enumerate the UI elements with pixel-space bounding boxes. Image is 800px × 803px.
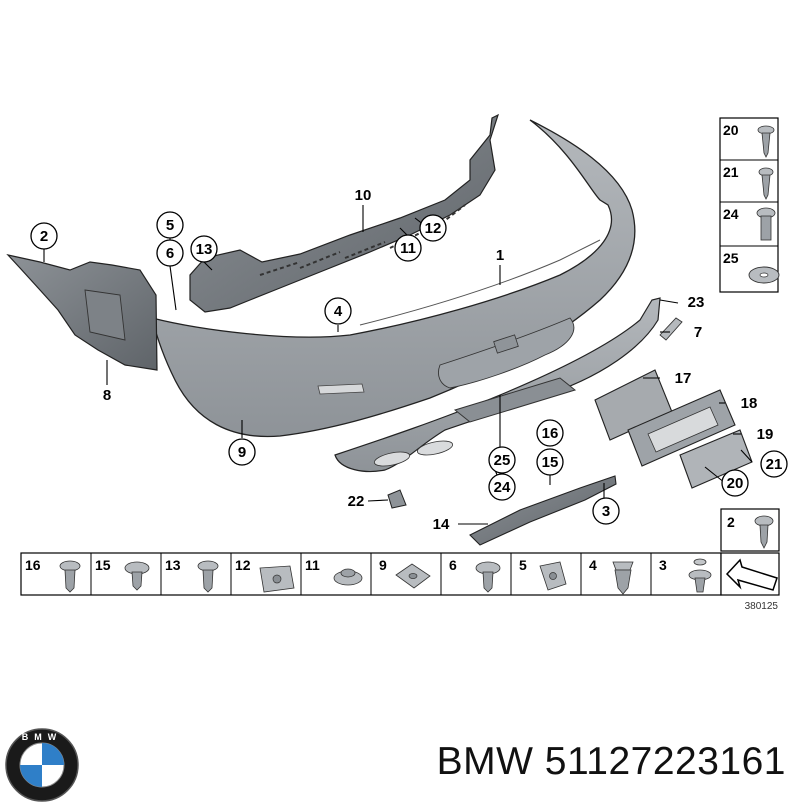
expansion-rivet-icon xyxy=(612,561,634,595)
flange-nut-icon xyxy=(333,568,363,586)
callout-17: 17 xyxy=(675,370,692,387)
callout-15-circle xyxy=(536,448,564,476)
bottom-row-label-4: 4 xyxy=(589,557,597,573)
flange-screw-icon xyxy=(475,561,501,593)
corner-box-label: 2 xyxy=(727,514,735,530)
diagram-reference-code: 380125 xyxy=(745,601,779,612)
flange-screw-icon xyxy=(754,515,774,549)
svg-text:BMW: BMW xyxy=(22,732,63,742)
plastic-nut-icon xyxy=(539,561,567,591)
callout-6: 6 xyxy=(166,245,174,262)
center-panel-part xyxy=(453,377,577,423)
bumper-top-edge xyxy=(359,239,601,326)
callout-14: 14 xyxy=(433,516,450,533)
side-panel-label-21: 21 xyxy=(723,164,739,180)
callout-20-circle xyxy=(721,469,749,497)
bumper-reflector-slot xyxy=(317,383,365,395)
bottom-row-label-3: 3 xyxy=(659,557,667,573)
washer-icon xyxy=(748,266,780,284)
flange-screw-icon xyxy=(197,560,219,593)
bottom-row-label-11: 11 xyxy=(305,557,320,573)
callout-9: 9 xyxy=(238,444,246,461)
callout-25-circle xyxy=(488,446,516,474)
callout-23: 23 xyxy=(688,294,705,311)
license-recess xyxy=(493,334,519,354)
push-rivet-icon xyxy=(688,558,712,593)
callout-5-circle xyxy=(156,211,184,239)
flange-screw-icon xyxy=(124,561,150,591)
side-fastener-panel: 20 21 24 25 xyxy=(719,117,780,293)
side-panel-label-25: 25 xyxy=(723,250,739,266)
callout-9-circle xyxy=(228,438,256,466)
callout-13: 13 xyxy=(196,241,213,258)
callout-24-circle xyxy=(488,473,516,501)
trim-strip-part xyxy=(659,317,683,341)
callout-22: 22 xyxy=(348,493,365,510)
callout-1: 1 xyxy=(496,247,504,264)
callout-3: 3 xyxy=(602,503,610,520)
callout-8: 8 xyxy=(103,387,111,404)
callout-21: 21 xyxy=(766,456,783,473)
side-bracket-part xyxy=(6,254,158,371)
clip-nut-icon xyxy=(259,565,295,593)
callout-19: 19 xyxy=(757,426,774,443)
callout-24: 24 xyxy=(494,479,511,496)
callout-3-circle xyxy=(592,497,620,525)
bolt-icon xyxy=(756,207,776,241)
callout-2: 2 xyxy=(40,228,48,245)
carrier-slots xyxy=(259,204,466,276)
plate-frame-window xyxy=(647,406,719,453)
callout-16-circle xyxy=(536,419,564,447)
carrier-bracket-part xyxy=(189,113,500,313)
bottom-row-label-12: 12 xyxy=(235,557,251,573)
callout-12: 12 xyxy=(425,220,442,237)
callout-25: 25 xyxy=(494,452,511,469)
callout-18: 18 xyxy=(741,395,758,412)
side-bracket-detail xyxy=(84,289,126,341)
callout-labels: 1 2 3 4 5 6 7 8 9 10 11 12 13 14 xyxy=(30,187,788,533)
direction-arrow-icon xyxy=(725,558,778,591)
callout-6-circle xyxy=(156,239,184,267)
diffuser-exhaust-left xyxy=(373,451,411,467)
side-panel-label-24: 24 xyxy=(723,206,739,222)
bmw-roundel-icon: BMW xyxy=(5,728,79,802)
callout-5: 5 xyxy=(166,217,174,234)
corner-fastener-box: 2 xyxy=(720,508,780,552)
bottom-row-label-5: 5 xyxy=(519,557,527,573)
callout-13-circle xyxy=(190,235,218,263)
callout-4: 4 xyxy=(334,303,343,320)
bottom-row-label-13: 13 xyxy=(165,557,181,573)
callout-15: 15 xyxy=(542,454,559,471)
small-nut-part xyxy=(387,489,407,509)
bottom-row-label-16: 16 xyxy=(25,557,41,573)
flange-screw-icon xyxy=(59,560,81,593)
screw-icon xyxy=(758,167,774,200)
screw-icon xyxy=(757,125,775,158)
callout-16: 16 xyxy=(542,425,559,442)
diffuser-exhaust-right xyxy=(416,440,454,456)
callout-20: 20 xyxy=(727,475,744,492)
callout-12-circle xyxy=(419,214,447,242)
callout-21-circle xyxy=(760,450,788,478)
spring-nut-icon xyxy=(395,563,431,589)
callout-4-circle xyxy=(324,297,352,325)
underbody-panel-part xyxy=(469,475,617,546)
callout-2-circle xyxy=(30,222,58,250)
bottom-row-label-6: 6 xyxy=(449,557,457,573)
side-panel-label-20: 20 xyxy=(723,122,739,138)
bottom-row-label-15: 15 xyxy=(95,557,111,573)
callout-10: 10 xyxy=(355,187,372,204)
bottom-fastener-row: 16 15 13 12 11 9 xyxy=(20,552,780,596)
callout-11: 11 xyxy=(400,240,416,257)
callout-11-circle xyxy=(394,234,422,262)
bottom-row-label-9: 9 xyxy=(379,557,387,573)
callout-7: 7 xyxy=(694,324,702,341)
brand-part-number: BMW 51127223161 xyxy=(436,740,786,783)
